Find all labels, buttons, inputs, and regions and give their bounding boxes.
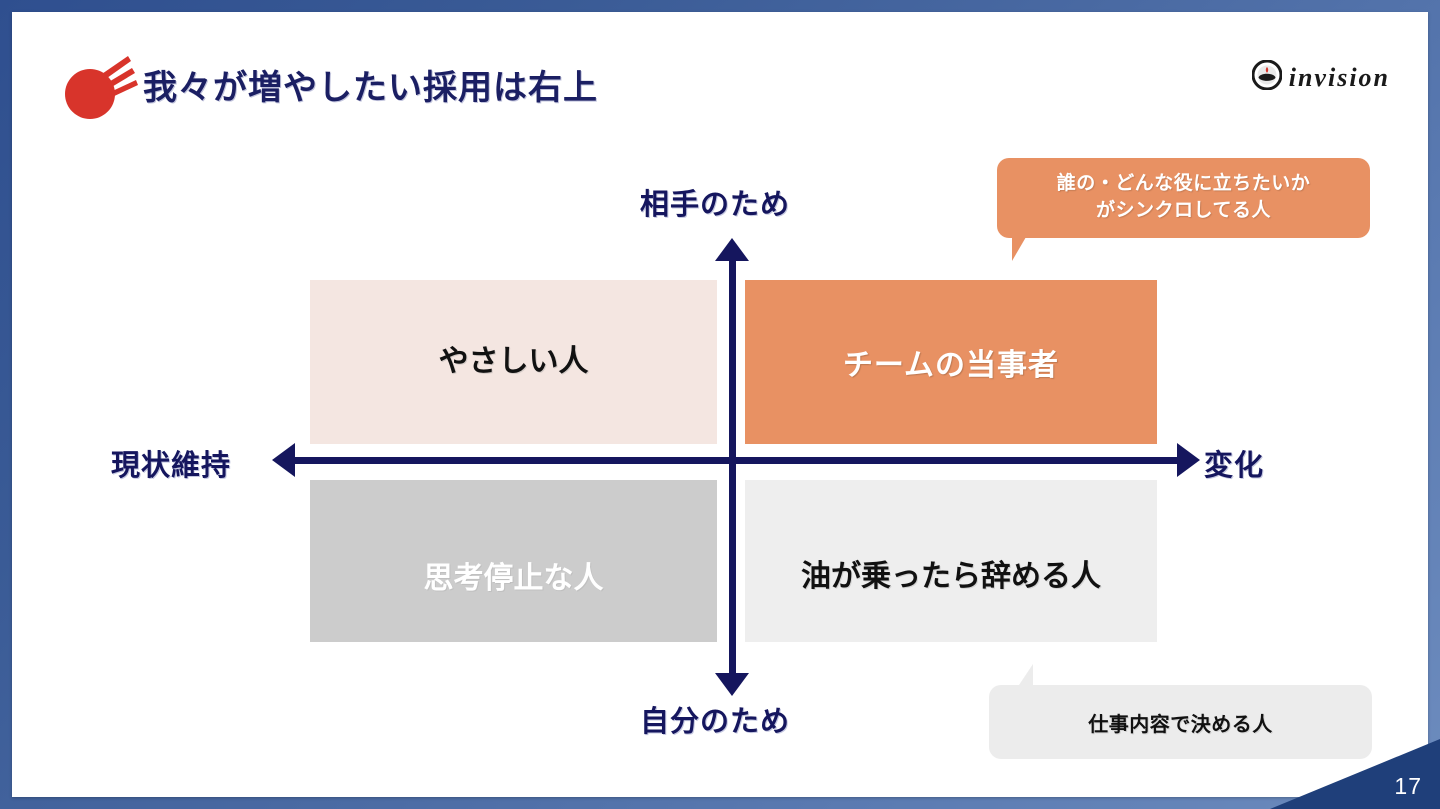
quadrant-top-left: やさしい人 bbox=[310, 280, 717, 444]
invision-emblem-icon bbox=[1251, 59, 1283, 95]
quadrant-bottom-left: 思考停止な人 bbox=[310, 480, 717, 642]
page-number-corner bbox=[1270, 739, 1440, 809]
quadrant-top-left-label: やさしい人 bbox=[438, 345, 589, 378]
callout-top-tail-icon bbox=[1012, 237, 1026, 261]
callout-bottom-right: 仕事内容で決める人 bbox=[989, 685, 1372, 759]
page-title: 我々が増やしたい採用は右上 bbox=[143, 69, 598, 107]
callout-top-right: 誰の・どんな役に立ちたいか がシンクロしてる人 bbox=[997, 158, 1370, 238]
axis-label-top: 相手のため bbox=[640, 189, 791, 221]
axis-label-bottom: 自分のため bbox=[640, 706, 791, 738]
quadrant-top-right-label: チームの当事者 bbox=[842, 349, 1060, 382]
callout-bottom-tail-icon bbox=[1017, 664, 1033, 688]
invision-logo: invision bbox=[1251, 59, 1390, 95]
quadrant-bottom-right: 油が乗ったら辞める人 bbox=[745, 480, 1157, 642]
arrow-left-icon bbox=[272, 443, 295, 477]
arrow-up-icon bbox=[715, 238, 749, 261]
callout-bottom-text: 仕事内容で決める人 bbox=[1088, 708, 1273, 737]
callout-top-line2: がシンクロしてる人 bbox=[1096, 200, 1271, 221]
callout-bottom-line1: 仕事内容で決める人 bbox=[1088, 713, 1273, 736]
arrow-right-icon bbox=[1177, 443, 1200, 477]
page-number: 17 bbox=[1394, 773, 1422, 799]
brand-comet-icon bbox=[58, 48, 138, 122]
invision-wordmark: invision bbox=[1288, 62, 1390, 92]
callout-top-line1: 誰の・どんな役に立ちたいか bbox=[1056, 173, 1311, 195]
quadrant-bottom-right-label: 油が乗ったら辞める人 bbox=[801, 560, 1101, 593]
quadrant-bottom-left-label: 思考停止な人 bbox=[423, 562, 604, 595]
vertical-axis bbox=[729, 252, 736, 682]
corner-wedge-shape bbox=[1270, 739, 1440, 809]
axis-label-left: 現状維持 bbox=[111, 450, 232, 482]
slide-surface: 我々が増やしたい採用は右上 invision 相手のため 自分のため 現状維持 … bbox=[12, 12, 1428, 797]
callout-top-text: 誰の・どんな役に立ちたいか がシンクロしてる人 bbox=[1057, 171, 1311, 225]
quadrant-top-right: チームの当事者 bbox=[745, 280, 1157, 444]
horizontal-axis bbox=[282, 457, 1182, 464]
arrow-down-icon bbox=[715, 673, 749, 696]
axis-label-right: 変化 bbox=[1204, 450, 1265, 482]
